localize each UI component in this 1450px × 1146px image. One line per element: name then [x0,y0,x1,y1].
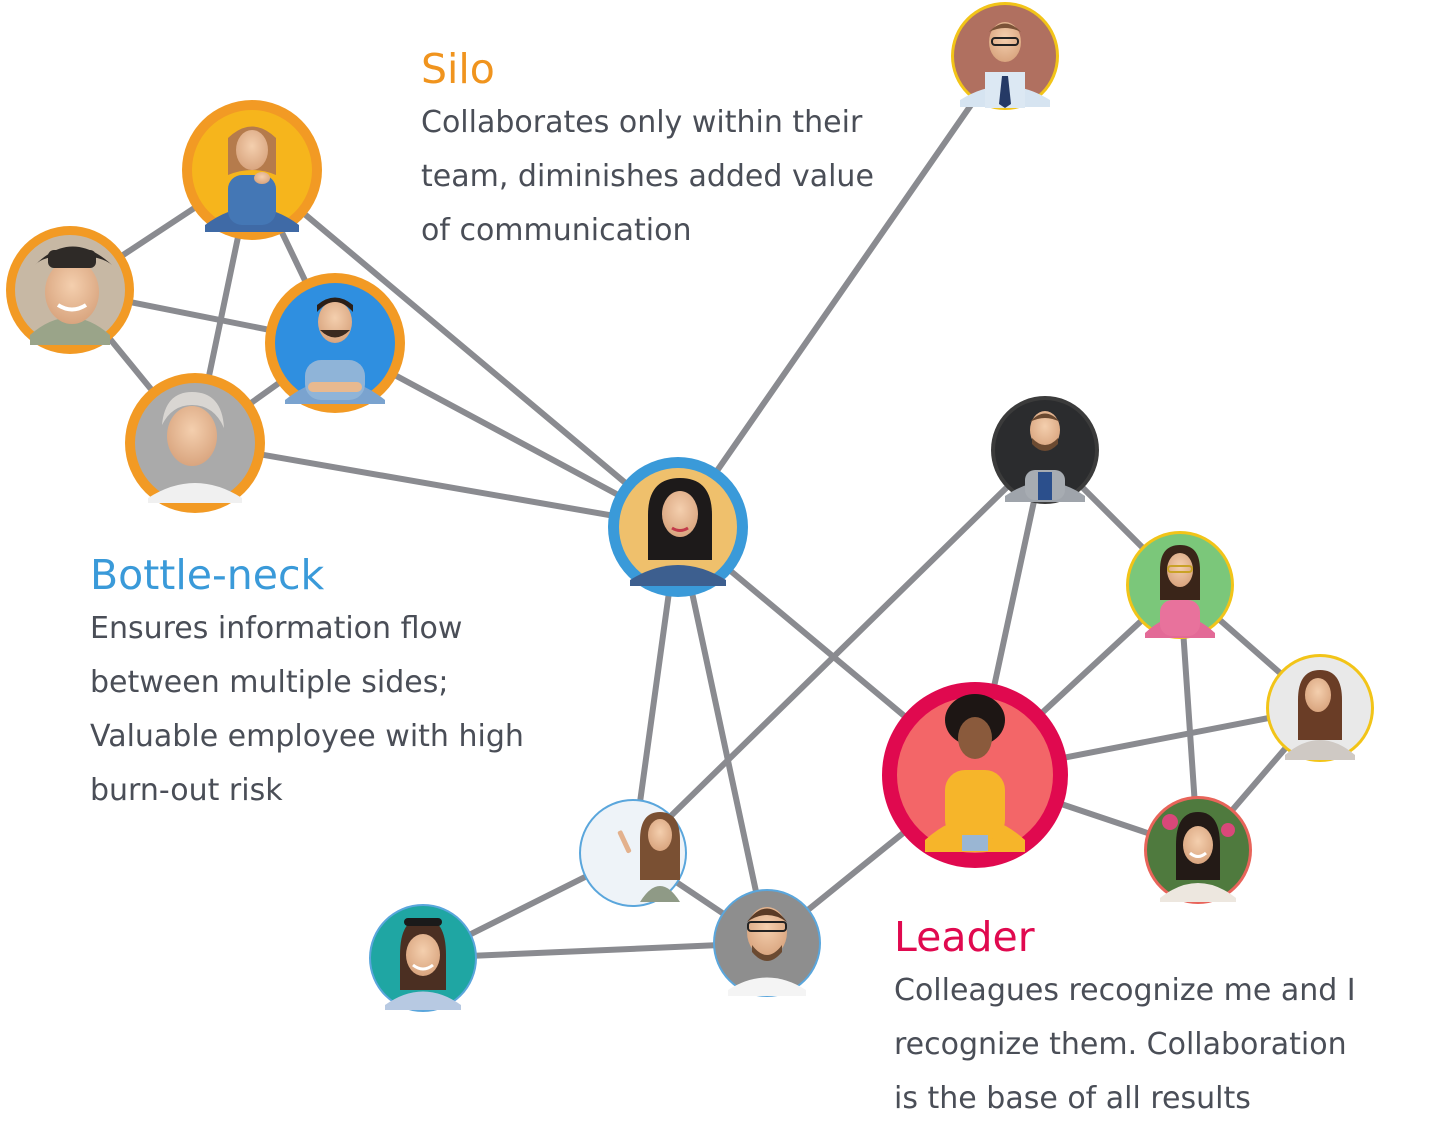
silo-description-line: of communication [421,213,692,248]
avatar-smiling-woman [1144,796,1252,904]
avatar-pink-blazer-woman [1126,531,1234,639]
leader-description-line: Colleagues recognize me and I [894,973,1356,1008]
avatar-silo-smiling-man [265,273,405,413]
avatar-bottleneck-woman [608,457,748,597]
silo-title: Silo [421,45,495,93]
avatar-silo-denim-woman [182,100,322,240]
silo-description-line: Collaborates only within their [421,105,863,140]
bottleneck-title: Bottle-neck [90,551,325,599]
avatar-leader-woman [882,682,1068,868]
bottleneck-description-line: Valuable employee with high [90,719,524,754]
link [249,167,681,530]
avatar-silo-grey-haired-woman [125,373,265,513]
link [630,447,1048,856]
avatar-white-tee-woman [1266,654,1374,762]
link [420,940,770,961]
bottleneck-description-line: between multiple sides; [90,665,449,700]
link [675,53,1008,530]
bottleneck-description-line: burn-out risk [90,773,283,808]
silo-description: Collaborates only within their team, dim… [421,96,874,258]
bottleneck-description-line: Ensures information flow [90,611,463,646]
avatar-glasses-man [713,889,821,997]
leader-annotation: Leader Colleagues recognize me and I rec… [894,912,1356,1126]
bottleneck-description: Ensures information flow between multipl… [90,602,524,818]
avatar-silo-old-man [6,226,134,354]
avatar-dark-suit-man [991,396,1099,504]
leader-description-line: is the base of all results [894,1081,1251,1116]
bottleneck-annotation: Bottle-neck Ensures information flow bet… [90,550,524,818]
avatar-pointing-woman [579,799,687,907]
avatar-young-girl [369,904,477,1012]
silo-description-line: team, diminishes added value [421,159,874,194]
leader-description-line: recognize them. Collaboration [894,1027,1347,1062]
link [192,440,681,530]
leader-title: Leader [894,913,1035,961]
link [675,524,770,946]
avatar-businessman-top [951,2,1059,110]
silo-annotation: Silo Collaborates only within their team… [421,44,874,258]
leader-description: Colleagues recognize me and I recognize … [894,964,1356,1126]
